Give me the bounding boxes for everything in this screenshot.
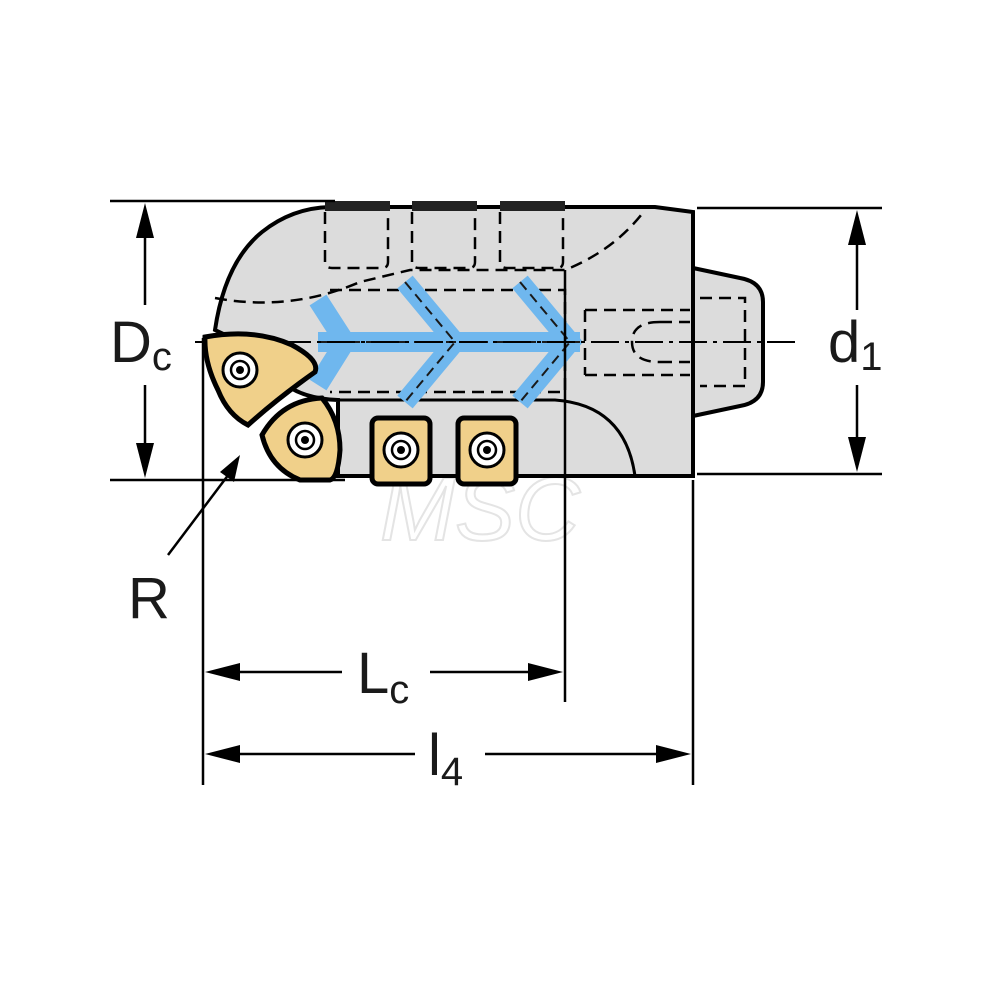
dimension-r: R	[128, 455, 240, 631]
side-insert-2	[455, 415, 519, 487]
side-insert-1	[369, 415, 433, 487]
nose-insert-top	[202, 331, 319, 428]
lc-label: Lc	[357, 641, 409, 712]
dc-label: Dc	[110, 310, 172, 379]
nose-insert-bottom	[259, 395, 343, 483]
lower-flute-curve	[338, 398, 637, 477]
r-label: R	[128, 566, 170, 631]
dimension-d1: d1	[697, 206, 883, 476]
dimension-l4: l4	[205, 480, 695, 794]
d1-label: d1	[828, 310, 883, 379]
dimension-dc: Dc	[110, 199, 345, 482]
dimension-lc: Lc	[201, 270, 567, 785]
flute-tops	[325, 201, 565, 211]
l4-label: l4	[428, 723, 463, 794]
